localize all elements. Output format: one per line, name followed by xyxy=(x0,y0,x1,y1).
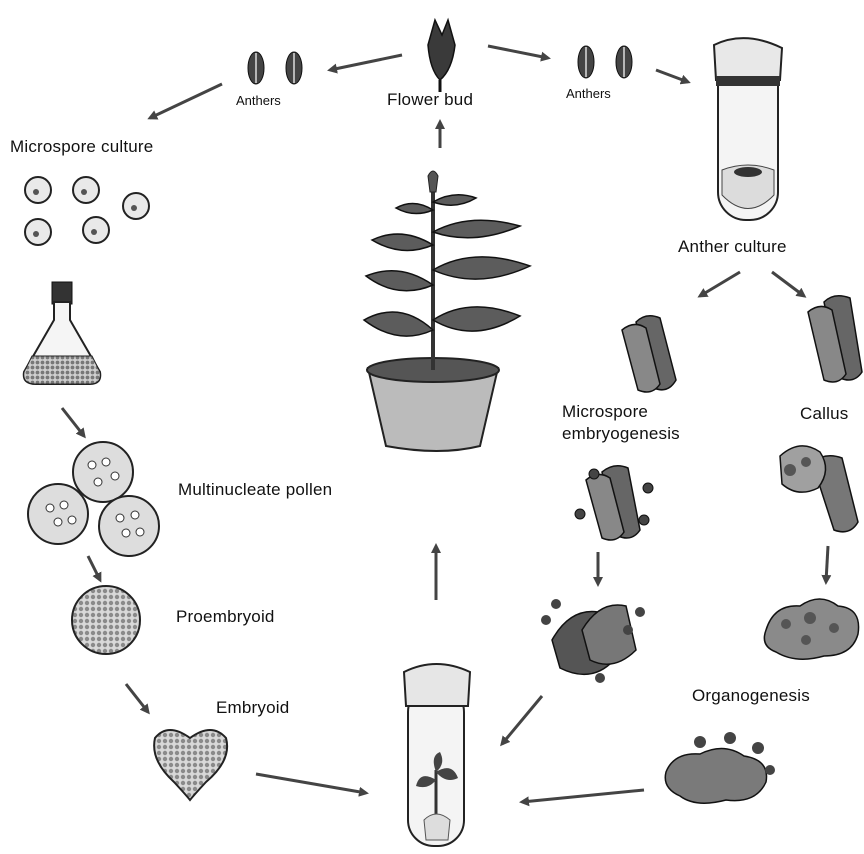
plantlets-from-anther-drawing xyxy=(541,599,645,683)
multinucleate-pollen-label: Multinucleate pollen xyxy=(178,480,332,500)
anther-with-embryos-drawing xyxy=(575,466,653,540)
proembryoid-drawing xyxy=(72,586,140,654)
culture-flask-drawing xyxy=(24,282,101,384)
multinucleate-pollen-drawing xyxy=(28,442,159,556)
anthers-left-drawing xyxy=(248,52,302,84)
microspore-embryogenesis-anther-drawing xyxy=(622,316,676,392)
embryoid-drawing xyxy=(154,730,227,800)
proembryoid-label: Proembryoid xyxy=(176,607,275,627)
potted-plant-drawing xyxy=(364,171,530,451)
organogenesis-shoots-drawing xyxy=(665,732,775,803)
anther-callus-drawing xyxy=(780,446,858,532)
microspore-culture-label: Microspore culture xyxy=(10,137,153,157)
embryoid-label: Embryoid xyxy=(216,698,289,718)
microspore-embryogenesis-label-line1: Microspore xyxy=(562,402,648,422)
microspore-embryogenesis-label-line2: embryogenesis xyxy=(562,424,680,444)
organogenesis-label: Organogenesis xyxy=(692,686,810,706)
flower-bud-drawing xyxy=(428,20,455,92)
anthers-right-drawing xyxy=(578,46,632,78)
anther-culture-tube-drawing xyxy=(714,38,782,220)
anther-culture-label: Anther culture xyxy=(678,237,787,257)
flower-bud-label: Flower bud xyxy=(387,90,473,110)
anthers-left-label: Anthers xyxy=(236,93,281,108)
haploid-plantlet-tube-drawing xyxy=(404,664,470,846)
anthers-right-label: Anthers xyxy=(566,86,611,101)
callus-label: Callus xyxy=(800,404,848,424)
callus-anther-drawing xyxy=(808,296,862,382)
microspores-drawing xyxy=(25,177,149,245)
callus-clump-drawing xyxy=(764,599,858,659)
